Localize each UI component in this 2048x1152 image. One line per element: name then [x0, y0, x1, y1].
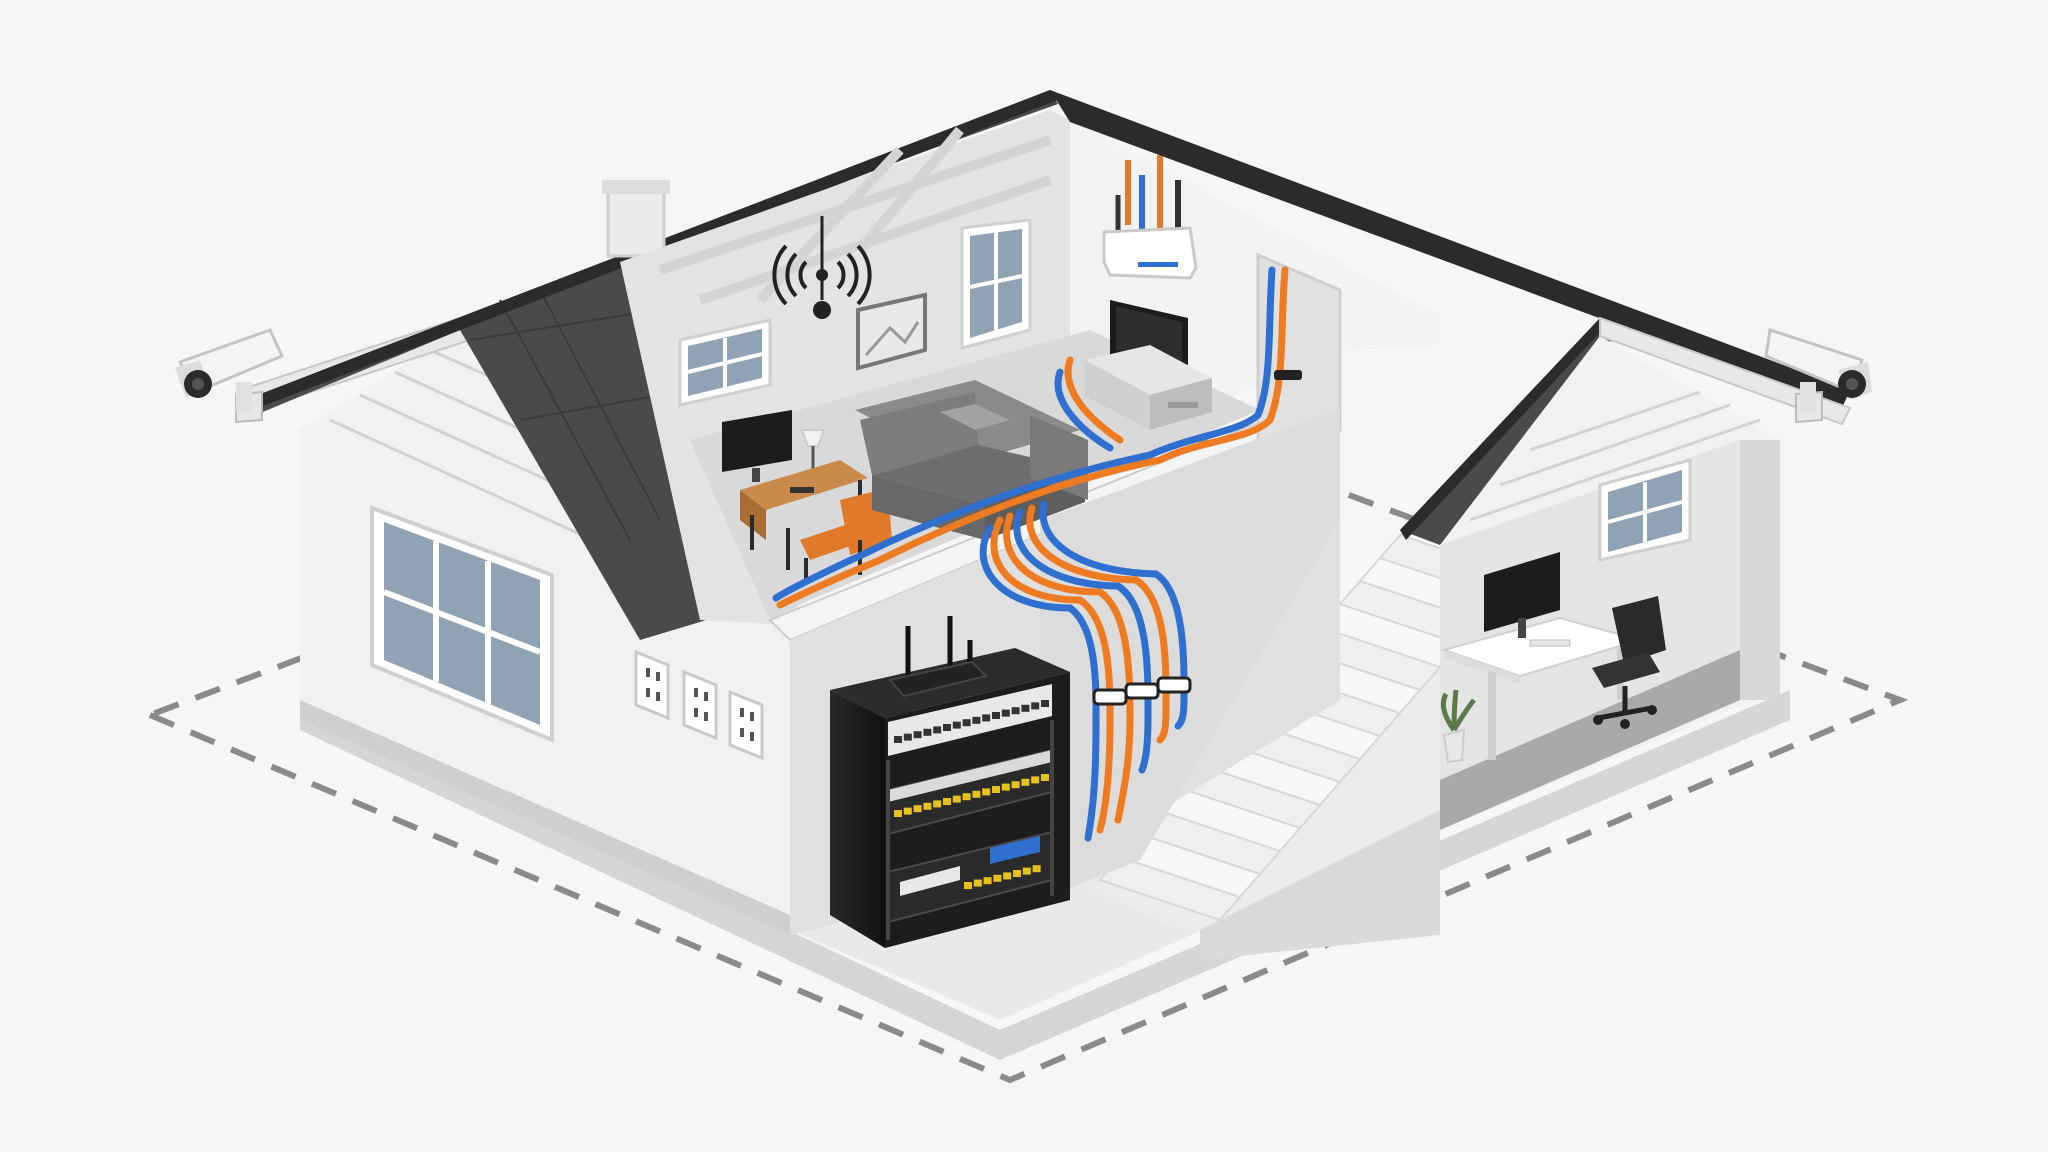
orange-cable	[1156, 266, 1289, 464]
port	[903, 807, 912, 815]
port	[933, 726, 942, 734]
right-wing	[1400, 316, 1852, 830]
port	[962, 793, 971, 801]
port	[1011, 781, 1020, 789]
port	[952, 721, 961, 729]
desk-icon	[740, 460, 868, 570]
left-wing-base-trim	[300, 700, 790, 935]
port	[933, 800, 942, 808]
port	[1001, 709, 1010, 717]
wifi-access-point-icon	[772, 216, 872, 319]
wireless-router-icon	[888, 616, 988, 698]
port	[943, 798, 951, 805]
orange-cable	[1064, 356, 1124, 444]
patch-panel-icon	[888, 684, 1052, 756]
port	[1041, 700, 1049, 707]
picture-frame-icon	[856, 292, 927, 371]
port	[973, 879, 982, 887]
port	[923, 802, 932, 810]
port	[923, 728, 932, 736]
blue-cable	[1054, 368, 1114, 452]
port	[972, 716, 981, 724]
network-switch-icon	[887, 748, 1053, 836]
blue-cable	[1039, 500, 1188, 730]
port	[992, 712, 1000, 719]
port	[1032, 865, 1041, 873]
port	[1001, 783, 1010, 791]
ground-interior-wall-face	[1040, 408, 1340, 900]
chimney	[602, 180, 670, 258]
wireless-router-icon	[1102, 155, 1198, 280]
monitor-icon	[1484, 552, 1571, 647]
port	[1013, 870, 1021, 877]
port	[1022, 867, 1031, 875]
plant-icon	[1440, 689, 1476, 764]
port	[962, 719, 971, 727]
port	[1011, 707, 1020, 715]
wall-outlet-icon	[634, 649, 670, 721]
right-wing-roof	[1400, 318, 1620, 545]
port	[982, 714, 991, 722]
wall-outlet-icon	[728, 689, 764, 761]
blue-cable	[772, 451, 1154, 602]
main-roof-ridge-right	[1050, 90, 1850, 408]
port	[992, 786, 1000, 793]
wall-outlet-icon	[682, 669, 718, 741]
port	[894, 810, 902, 817]
port	[983, 877, 992, 885]
port	[913, 805, 922, 813]
cable-tie-icon	[1092, 676, 1192, 706]
port	[1041, 774, 1049, 781]
port	[903, 733, 912, 741]
upper-window-right	[960, 218, 1032, 350]
port	[993, 874, 1002, 882]
port	[982, 788, 991, 796]
upper-window-left	[678, 318, 772, 407]
orange-cable	[1003, 512, 1134, 824]
blue-cable	[1146, 266, 1276, 459]
port	[952, 795, 961, 803]
blue-cable	[1013, 508, 1152, 774]
orange-cable	[990, 516, 1114, 834]
office-wall-right-edge	[1740, 440, 1780, 700]
port	[1021, 704, 1030, 712]
orange-cable	[1026, 504, 1170, 744]
port	[964, 882, 972, 889]
port	[913, 731, 922, 739]
security-camera-icon	[175, 328, 285, 424]
port	[1003, 872, 1012, 880]
network-rack-icon	[830, 616, 1070, 948]
office-window	[1598, 458, 1692, 562]
security-camera-icon	[1764, 328, 1872, 424]
living-window-exterior	[370, 505, 554, 743]
blue-cable	[979, 524, 1100, 842]
port	[1031, 702, 1040, 710]
port	[1031, 776, 1040, 784]
cable-tie-icon	[1274, 370, 1302, 380]
port	[1021, 778, 1030, 786]
port	[943, 724, 951, 731]
office-chair-icon	[1592, 596, 1666, 729]
monitor-icon	[722, 410, 792, 482]
upper-floor-room	[620, 110, 1440, 642]
network-cable-bundle	[772, 266, 1289, 842]
office-floor	[1440, 650, 1740, 830]
tv-stand	[1085, 345, 1212, 430]
port	[972, 790, 981, 798]
orange-cable	[776, 456, 1164, 609]
port	[894, 736, 902, 743]
